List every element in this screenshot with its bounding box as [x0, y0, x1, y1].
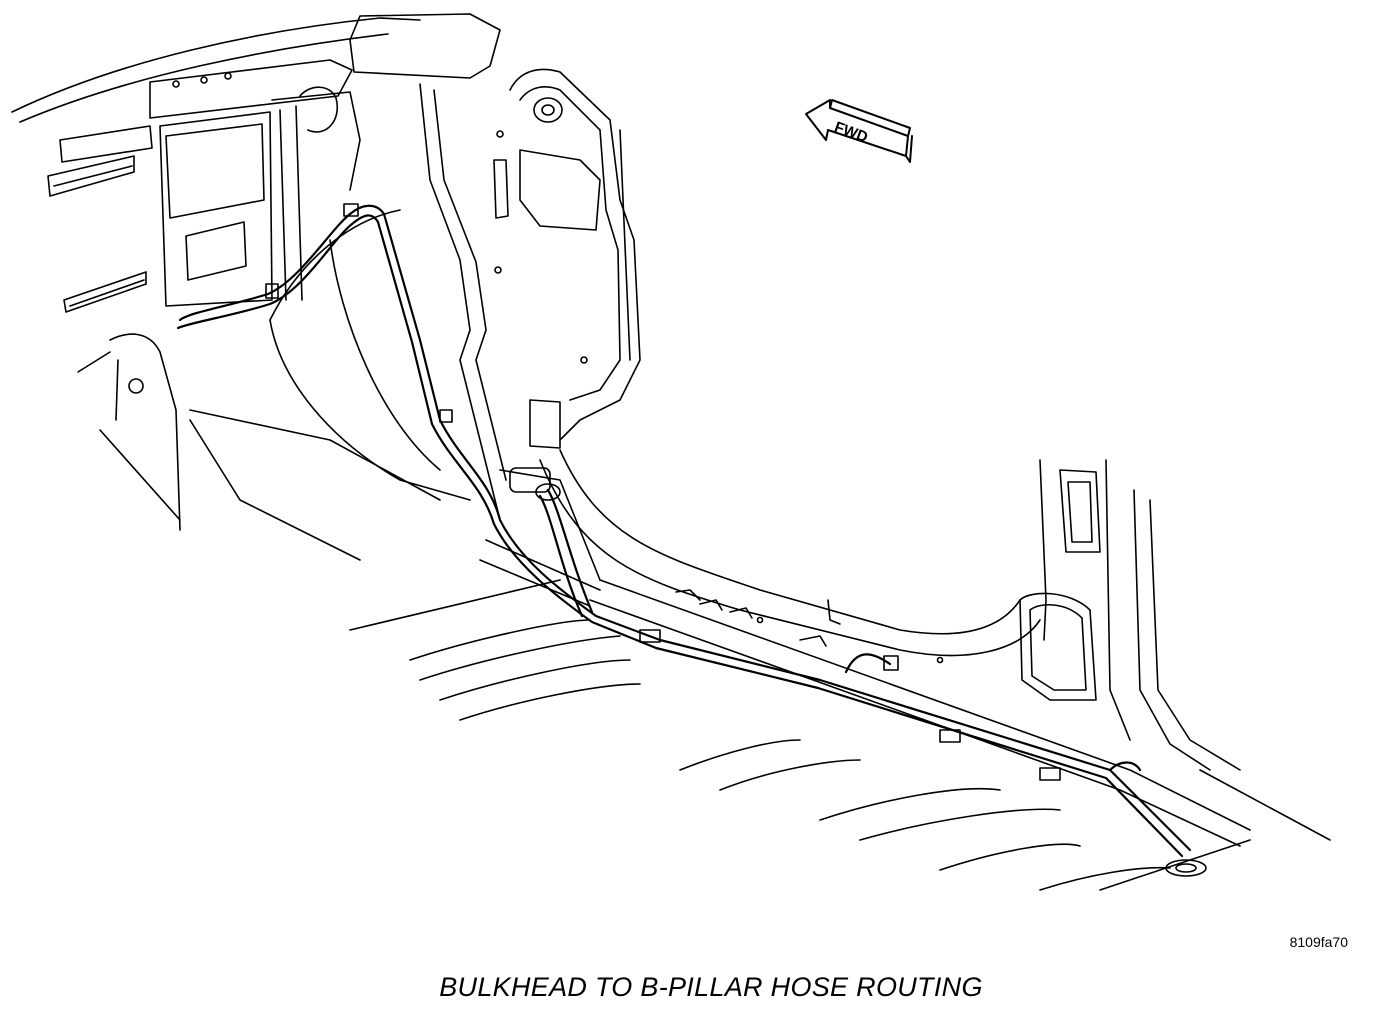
diagram-caption: BULKHEAD TO B-PILLAR HOSE ROUTING: [439, 972, 983, 1002]
wheelhouse: [189, 209, 471, 561]
b-pillar: [1019, 459, 1331, 841]
floor-pan: [349, 579, 1251, 891]
forward-arrow: FWD: [805, 99, 913, 163]
routed-hose: [176, 204, 1192, 858]
a-pillar: [349, 13, 641, 521]
bulkhead-panel: [11, 17, 421, 531]
hose-clips: [265, 203, 1061, 781]
figure-id: 8109fa70: [1289, 934, 1348, 950]
